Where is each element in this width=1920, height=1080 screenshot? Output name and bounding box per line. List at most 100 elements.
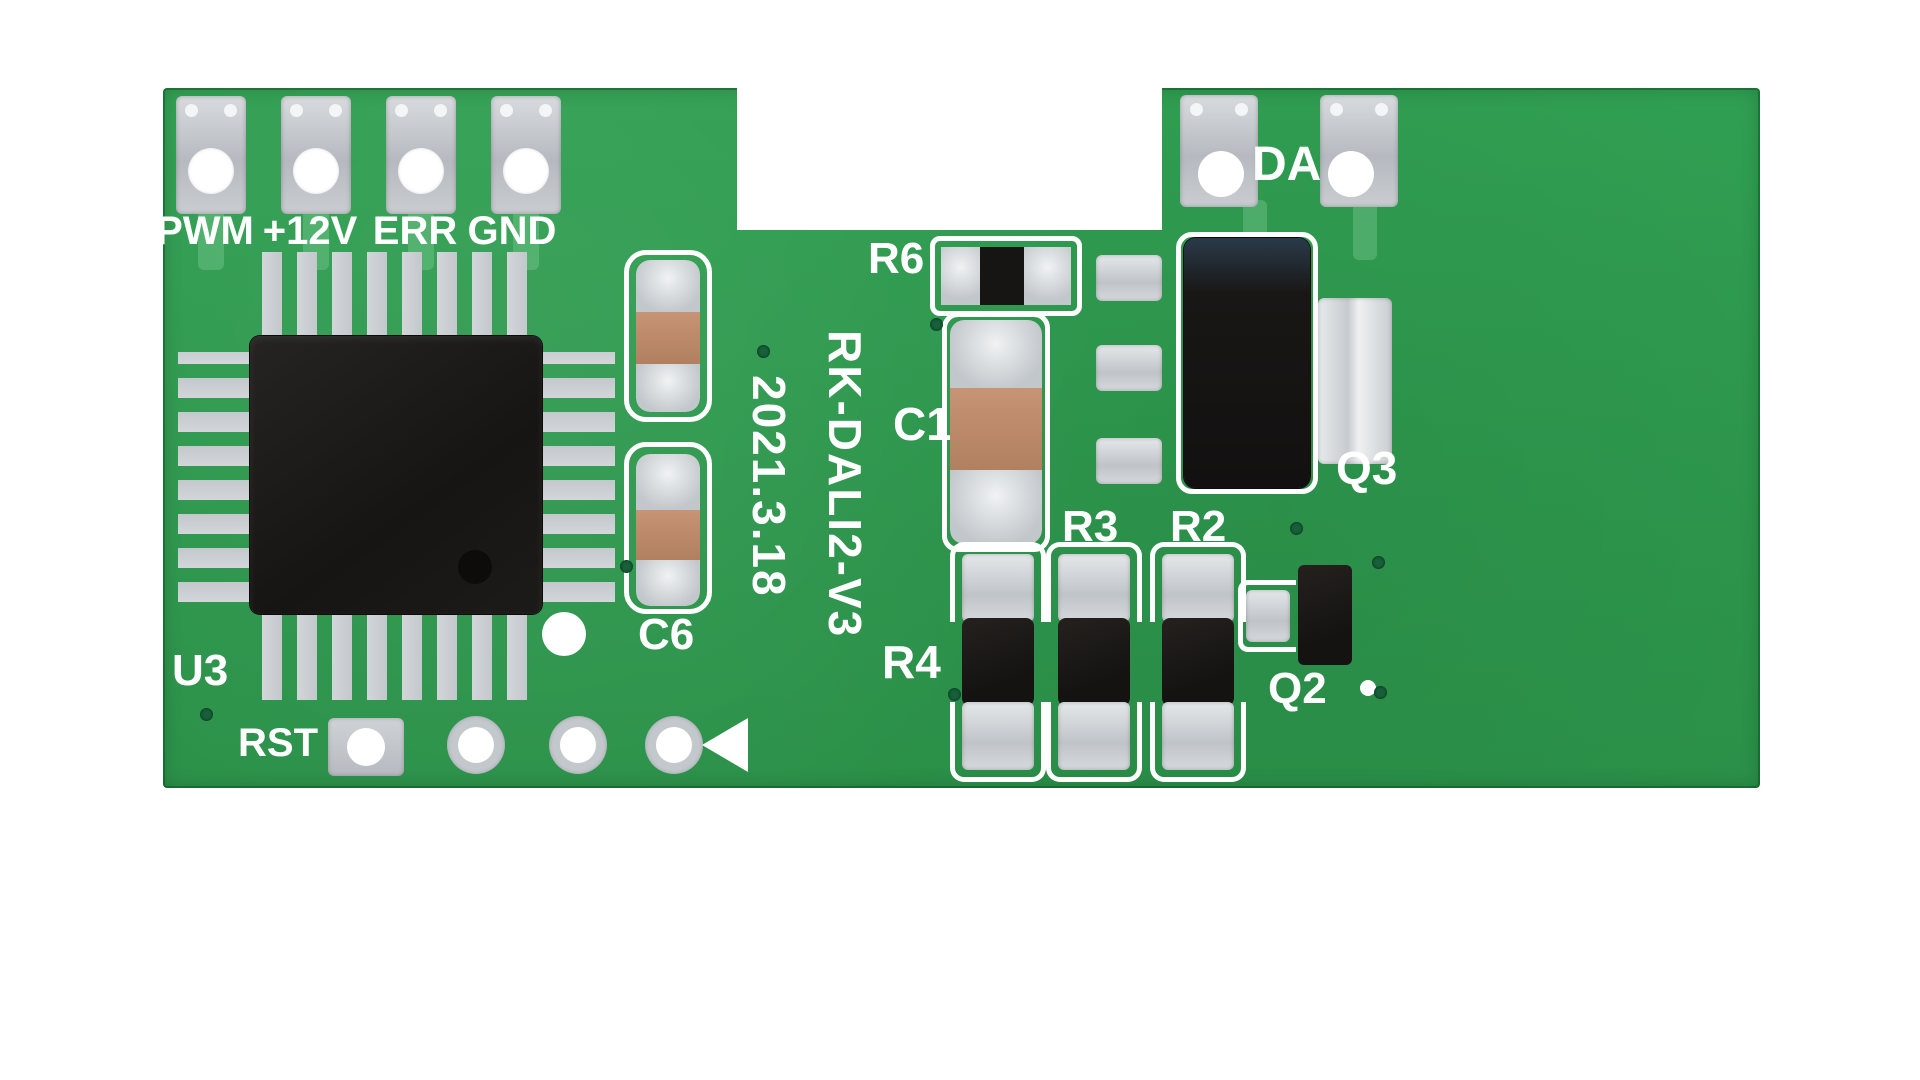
via (620, 560, 633, 573)
c6-silkscreen-outline-top (624, 250, 712, 422)
through-hole (1198, 151, 1244, 197)
resistor-terminal (941, 247, 980, 305)
label-q2: Q2 (1268, 664, 1327, 713)
mount-dot (1235, 103, 1248, 116)
through-hole (293, 148, 339, 194)
mount-dot (1330, 103, 1343, 116)
through-hole (188, 148, 234, 194)
header-hole (447, 716, 505, 774)
cap-body (636, 510, 700, 560)
q2-pad (1246, 590, 1290, 642)
through-hole (560, 727, 596, 763)
connector-pad-da-plus (1180, 95, 1258, 207)
label-r2: R2 (1170, 502, 1227, 551)
cap-terminal (636, 260, 700, 312)
r6-resistor (930, 236, 1082, 316)
connector-pad-err (386, 96, 456, 214)
c6-capacitor-top (636, 260, 700, 412)
mount-dot (395, 104, 408, 117)
q3-leg-pad (1096, 345, 1162, 391)
silkscreen-title: RK-DALI2-V3 (819, 330, 871, 639)
c6-silkscreen-outline-bottom (624, 442, 712, 614)
header-hole (549, 716, 607, 774)
through-hole (1328, 151, 1374, 197)
through-hole (656, 727, 692, 763)
mount-dot (329, 104, 342, 117)
r2-bottom-pad-outline (1150, 702, 1246, 782)
cap-body (950, 388, 1042, 470)
via (757, 345, 770, 358)
connector-pad-pwm (176, 96, 246, 214)
mount-dot (185, 104, 198, 117)
cap-body (636, 312, 700, 364)
r4-resistor-body (962, 618, 1034, 706)
q3-mosfet-body (1184, 238, 1310, 488)
r3-resistor-body (1058, 618, 1130, 706)
u3-pins-right (535, 352, 615, 602)
connector-pad-12v (281, 96, 351, 214)
cap-terminal (636, 560, 700, 606)
label-da: DA (1252, 138, 1322, 191)
mount-dot (539, 104, 552, 117)
c1-silkscreen-outline (942, 312, 1050, 552)
q3-tab-pad (1318, 298, 1392, 464)
r3-bottom-pad-outline (1046, 702, 1142, 782)
q3-silkscreen-outline (1176, 232, 1318, 494)
u3-pins-left (178, 352, 258, 602)
cap-terminal (950, 470, 1042, 544)
copper-trace (1353, 200, 1377, 260)
label-c6: C6 (638, 610, 695, 659)
label-gnd: GND (467, 209, 557, 253)
r4-bottom-pad-outline (950, 702, 1046, 782)
r6-inner (941, 247, 1071, 305)
silkscreen-dot (1360, 680, 1376, 696)
r2-top-pad-outline (1150, 542, 1246, 622)
mount-dot (1190, 103, 1203, 116)
c6-capacitor-bottom (636, 454, 700, 606)
via (200, 708, 213, 721)
resistor-body (980, 247, 1025, 305)
u3-pins-bottom (262, 610, 540, 700)
header-hole (645, 716, 703, 774)
label-rst: RST (238, 721, 318, 765)
q3-leg-pad (1096, 255, 1162, 301)
label-r6: R6 (868, 234, 925, 283)
resistor-terminal (962, 702, 1034, 770)
connector-pad-gnd (491, 96, 561, 214)
cap-terminal (636, 364, 700, 412)
copper-trace (198, 206, 224, 270)
via (930, 318, 943, 331)
through-hole (347, 728, 385, 766)
resistor-terminal (1162, 702, 1234, 770)
resistor-terminal (1058, 702, 1130, 770)
q3-leg-pad (1096, 438, 1162, 484)
through-hole (398, 148, 444, 194)
resistor-terminal (1058, 554, 1130, 622)
board-notch (737, 88, 1162, 230)
mount-dot (224, 104, 237, 117)
pcb-board: PWM +12V ERR GND DA U3 C6 202 (156, 88, 1760, 788)
q2-silkscreen-bracket (1238, 580, 1296, 652)
rst-pad (328, 718, 404, 776)
via (1372, 556, 1385, 569)
resistor-terminal (1162, 554, 1234, 622)
label-pwm: PWM (156, 209, 254, 253)
u3-pins-top (262, 252, 540, 344)
r2-resistor-body (1162, 618, 1234, 706)
cap-terminal (636, 454, 700, 510)
connector-pad-da-minus (1320, 95, 1398, 207)
label-u3: U3 (172, 646, 229, 695)
mounting-hole (542, 612, 586, 656)
mount-dot (290, 104, 303, 117)
resistor-terminal (962, 554, 1034, 622)
silkscreen-date: 2021.3.18 (743, 375, 795, 598)
label-r3: R3 (1062, 502, 1119, 551)
arrow-marker (702, 718, 748, 772)
r3-top-pad-outline (1046, 542, 1142, 622)
via (948, 688, 961, 701)
label-err: ERR (372, 209, 458, 253)
through-hole (503, 148, 549, 194)
through-hole (458, 727, 494, 763)
pin1-marker (458, 550, 492, 584)
